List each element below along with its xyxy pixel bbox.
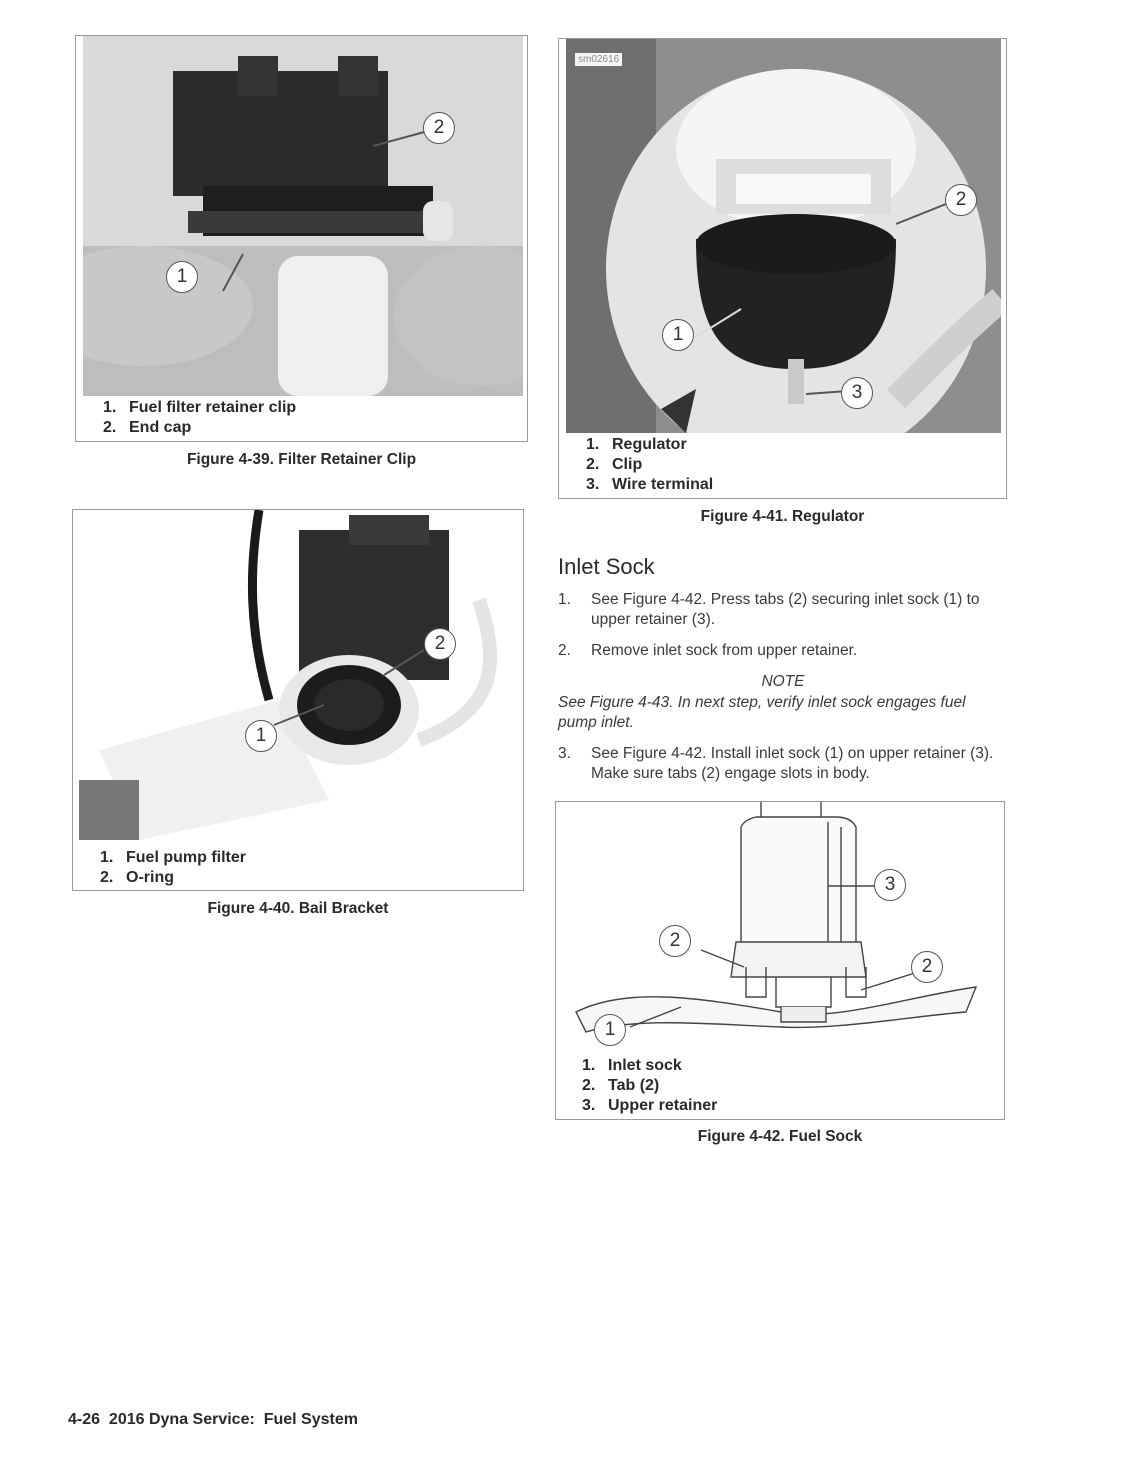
legend-item: 1.Fuel pump filter: [100, 849, 246, 866]
callout-1: 1: [662, 319, 694, 351]
bail-bracket-photo: [79, 510, 519, 840]
callout-3: 3: [874, 869, 906, 901]
callout-2: 2: [911, 951, 943, 983]
legend-item: 3.Upper retainer: [582, 1097, 718, 1114]
legend-item: 2.Tab (2): [582, 1077, 660, 1094]
procedure-step: 2.Remove inlet sock from upper retainer.: [558, 642, 858, 659]
callout-2: 2: [423, 112, 455, 144]
figure-legend: 1.Fuel pump filter 2.O-ring: [100, 848, 246, 888]
legend-item: 3.Wire terminal: [586, 476, 714, 493]
fuel-sock-illustration: [566, 802, 996, 1052]
callout-2: 2: [945, 184, 977, 216]
legend-item: 2.End cap: [103, 419, 192, 436]
procedure-step: 3.See Figure 4-42. Install inlet sock (1…: [558, 745, 994, 782]
callout-1: 1: [594, 1014, 626, 1046]
callout-1: 1: [245, 720, 277, 752]
legend-item: 1.Regulator: [586, 436, 687, 453]
figure-caption: Figure 4-41. Regulator: [700, 508, 865, 525]
section-title: Inlet Sock: [558, 554, 655, 579]
figure-caption: Figure 4-39. Filter Retainer Clip: [186, 451, 417, 468]
figure-legend: 1.Inlet sock 2.Tab (2) 3.Upper retainer: [582, 1056, 717, 1116]
callout-2: 2: [424, 628, 456, 660]
figure-4-39-box: sm02614 1 2 1.Fuel filter retainer clip …: [75, 35, 528, 442]
callout-1: 1: [166, 261, 198, 293]
filter-retainer-clip-photo: [83, 36, 523, 396]
note-label: NOTE: [761, 673, 805, 690]
figure-caption: Figure 4-40. Bail Bracket: [207, 900, 389, 917]
legend-item: 2.Clip: [586, 456, 643, 473]
callout-3: 3: [841, 377, 873, 409]
legend-item: 2.O-ring: [100, 869, 174, 886]
page-footer: 4-26 2016 Dyna Service: Fuel System: [68, 1411, 358, 1429]
figure-legend: 1.Fuel filter retainer clip 2.End cap: [103, 398, 296, 438]
callout-2: 2: [659, 925, 691, 957]
legend-item: 1.Inlet sock: [582, 1057, 682, 1074]
figure-legend: 1.Regulator 2.Clip 3.Wire terminal: [586, 435, 713, 495]
page-number: 4-26: [68, 1411, 101, 1428]
figure-4-41-box: sm02616 1 2 3 1.Regulator 2.Clip 3.Wire …: [558, 38, 1007, 499]
figure-4-40-box: sm02615 1 2 1.Fuel pump filter 2.O-ring: [72, 509, 524, 891]
note-text: See Figure 4-43. In next step, verify in…: [558, 694, 966, 731]
regulator-photo: [566, 39, 1001, 433]
figure-caption: Figure 4-42. Fuel Sock: [697, 1128, 863, 1145]
figure-id-label: sm02616: [575, 53, 623, 66]
footer-title: 2016 Dyna Service: Fuel System: [108, 1411, 358, 1428]
procedure-step: 1.See Figure 4-42. Press tabs (2) securi…: [558, 591, 980, 628]
legend-item: 1.Fuel filter retainer clip: [103, 399, 297, 416]
figure-4-42-box: sm02617 1 2 2 3 1.Inlet sock 2.Tab: [555, 801, 1005, 1120]
